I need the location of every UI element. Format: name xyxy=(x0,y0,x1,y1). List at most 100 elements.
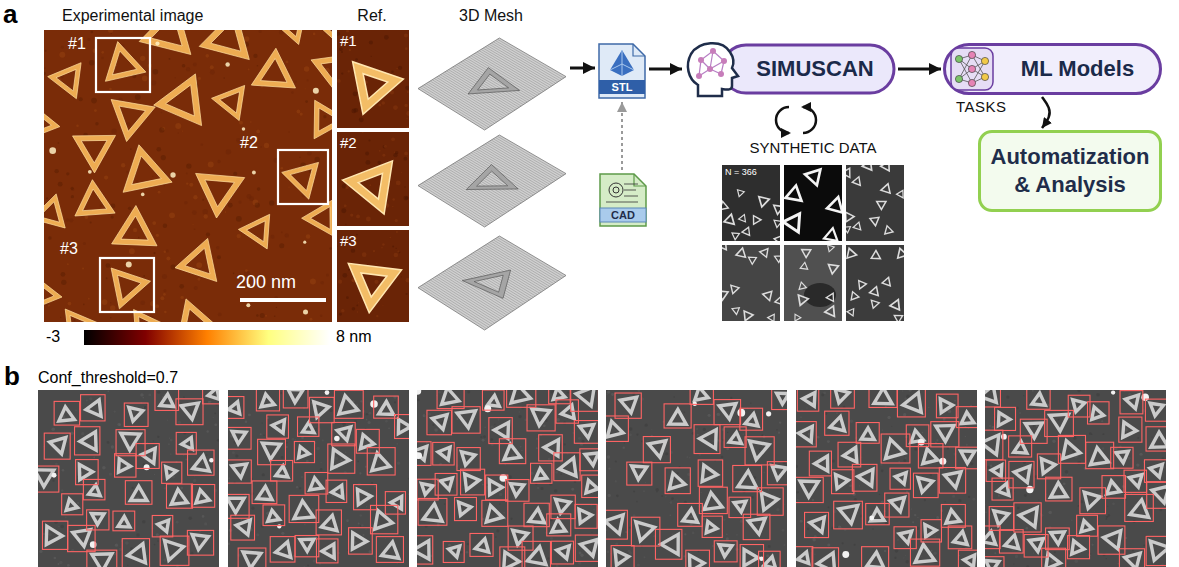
detection-box xyxy=(76,460,99,485)
detection-box xyxy=(936,394,958,418)
callout-number: #2 xyxy=(240,134,258,152)
detection-box xyxy=(1046,528,1070,550)
detection-box xyxy=(796,477,823,502)
detection-box xyxy=(433,442,454,465)
reference-crops: Ref. xyxy=(334,6,410,324)
detection-box xyxy=(1119,549,1144,567)
detection-box xyxy=(767,462,787,485)
detection-box xyxy=(489,418,512,444)
flow-arrow xyxy=(621,102,623,170)
detection-box xyxy=(869,390,897,407)
image-tile xyxy=(337,230,409,322)
selection-box xyxy=(100,258,154,312)
detection-box xyxy=(289,495,319,522)
detection-box xyxy=(457,448,480,471)
flow-arrow xyxy=(1042,97,1050,128)
detection-box xyxy=(1024,535,1048,557)
detection-box xyxy=(316,510,341,535)
detection-box xyxy=(1068,536,1090,559)
detection-box xyxy=(283,390,308,408)
detection-box xyxy=(1124,470,1146,492)
detection-box xyxy=(42,521,67,549)
detection-box xyxy=(385,492,405,514)
detection-box xyxy=(699,487,727,513)
detection-box xyxy=(522,541,550,567)
detection-box xyxy=(83,479,105,499)
detection-box xyxy=(832,470,854,494)
detection-box xyxy=(1027,390,1050,409)
detection-box xyxy=(326,480,347,502)
detection-box xyxy=(759,551,781,567)
detection-box xyxy=(655,529,681,559)
detection-box xyxy=(1042,548,1066,567)
detection-box xyxy=(418,498,447,525)
detection-box xyxy=(921,520,941,542)
threshold-label: Conf_threshold=0.7 xyxy=(38,369,178,387)
detection-box xyxy=(270,537,295,562)
detection-box xyxy=(75,427,100,455)
panel-heading: Experimental image xyxy=(62,6,332,26)
detection-box xyxy=(985,557,1004,567)
image-tile xyxy=(784,245,842,321)
simuscan-box: SIMUSCAN xyxy=(684,40,896,98)
detection-box xyxy=(1145,399,1166,421)
detection-box xyxy=(238,548,266,567)
detection-box xyxy=(729,497,751,517)
detection-box xyxy=(686,550,710,567)
detection-box xyxy=(958,550,977,567)
detection-box xyxy=(507,390,536,407)
detection-box xyxy=(862,547,889,567)
detection-box xyxy=(796,422,816,447)
detection-box xyxy=(1068,395,1090,417)
detection-box xyxy=(506,480,529,502)
callout-number: #3 xyxy=(340,232,357,249)
detection-box xyxy=(733,465,762,491)
selection-box xyxy=(96,38,150,92)
detection-box xyxy=(606,416,628,441)
detection-box xyxy=(470,533,493,556)
image-tile xyxy=(985,390,1166,567)
detection-box xyxy=(1058,435,1085,463)
detection-box xyxy=(825,411,849,435)
detection-box xyxy=(939,468,965,494)
detection-box xyxy=(328,444,355,473)
detection-box xyxy=(500,547,525,567)
detection-box xyxy=(1111,447,1133,468)
detection-box xyxy=(852,464,877,491)
detection-box xyxy=(116,430,145,456)
detection-box xyxy=(305,473,328,495)
detection-box xyxy=(162,462,182,483)
detection-box xyxy=(1014,503,1041,532)
image-tile xyxy=(337,30,409,128)
detection-box xyxy=(831,390,855,408)
detection-box xyxy=(482,390,504,410)
image-tile xyxy=(417,390,598,567)
panel-heading: 3D Mesh xyxy=(414,6,568,26)
detection-box xyxy=(298,417,319,436)
scale-label: 200 nm xyxy=(236,272,296,293)
detection-box xyxy=(417,479,438,500)
detection-box xyxy=(714,400,741,425)
detection-box xyxy=(838,442,861,467)
detection-box xyxy=(956,447,977,469)
image-tile xyxy=(722,245,780,321)
callout-number: #1 xyxy=(340,32,357,49)
detection-box xyxy=(999,530,1023,553)
detection-box xyxy=(910,539,939,566)
image-tile xyxy=(606,390,787,567)
detection-box xyxy=(455,497,477,520)
detection-box xyxy=(995,407,1016,430)
detection-box xyxy=(531,463,552,483)
detection-box xyxy=(524,503,549,526)
ml-models-box: ML Models xyxy=(943,43,1162,95)
detection-box xyxy=(81,395,105,421)
detection-box xyxy=(551,541,573,564)
detection-box xyxy=(332,422,355,445)
panel-letter: a xyxy=(3,0,17,30)
detection-box xyxy=(985,526,1000,549)
detection-box xyxy=(316,539,338,563)
box-label: SIMUSCAN xyxy=(742,59,888,79)
detection-box xyxy=(724,427,746,448)
colorbar-max: 8 nm xyxy=(336,328,372,346)
detection-box xyxy=(191,485,214,508)
